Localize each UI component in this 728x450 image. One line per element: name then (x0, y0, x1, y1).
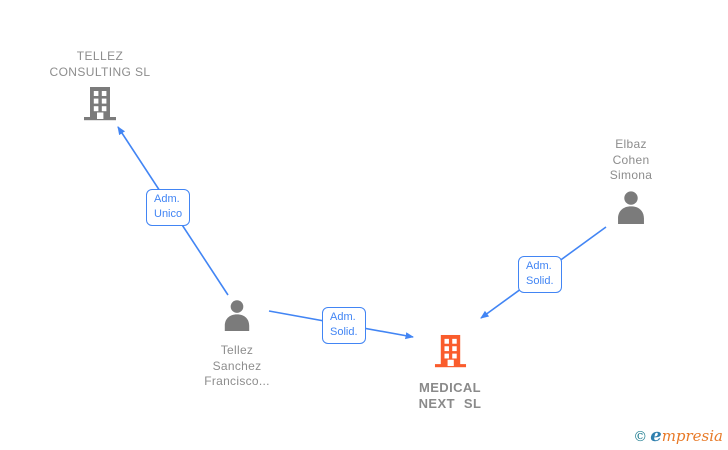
node-label-line: Cohen (612, 152, 650, 167)
edge-label-line: Adm. (330, 311, 356, 323)
building-icon (20, 86, 180, 126)
node-tellez-sanchez-francisco[interactable]: Tellez Sanchez Francisco... (177, 299, 297, 390)
node-label-line: Simona (609, 168, 653, 182)
copyright-icon: © (633, 429, 648, 445)
node-label-line: NEXT SL (418, 395, 482, 411)
node-medical-next-sl[interactable]: MEDICAL NEXT SL (390, 334, 510, 411)
node-label-line: CONSULTING SL (49, 64, 151, 79)
person-icon (571, 190, 691, 229)
node-label-line: Francisco... (204, 374, 270, 388)
edge-label-adm-unico: Adm. Unico (146, 189, 191, 226)
edge-label-line: Adm. (526, 260, 552, 272)
empresia-logo: ©empresia (633, 425, 723, 446)
person-icon (177, 299, 297, 336)
edge-label-line: Unico (154, 208, 183, 220)
node-label-line: Sanchez (212, 358, 262, 373)
node-tellez-consulting-sl[interactable]: TELLEZ CONSULTING SL (20, 49, 180, 126)
node-label-line: Tellez (220, 343, 254, 357)
node-label-line: Elbaz (615, 137, 647, 151)
edge-label-line: Adm. (154, 193, 180, 205)
building-icon (390, 334, 510, 373)
node-label-line: TELLEZ (76, 49, 124, 63)
brand-letter: e (650, 425, 662, 446)
brand-text: mpresia (661, 427, 723, 445)
node-elbaz-cohen-simona[interactable]: Elbaz Cohen Simona (571, 137, 691, 229)
edge-label-adm-solid-2: Adm. Solid. (518, 256, 562, 293)
edge-label-adm-solid-1: Adm. Solid. (322, 307, 366, 344)
edge-label-line: Solid. (330, 326, 358, 338)
node-label-line: MEDICAL (418, 380, 482, 395)
edge-label-line: Solid. (526, 275, 554, 287)
